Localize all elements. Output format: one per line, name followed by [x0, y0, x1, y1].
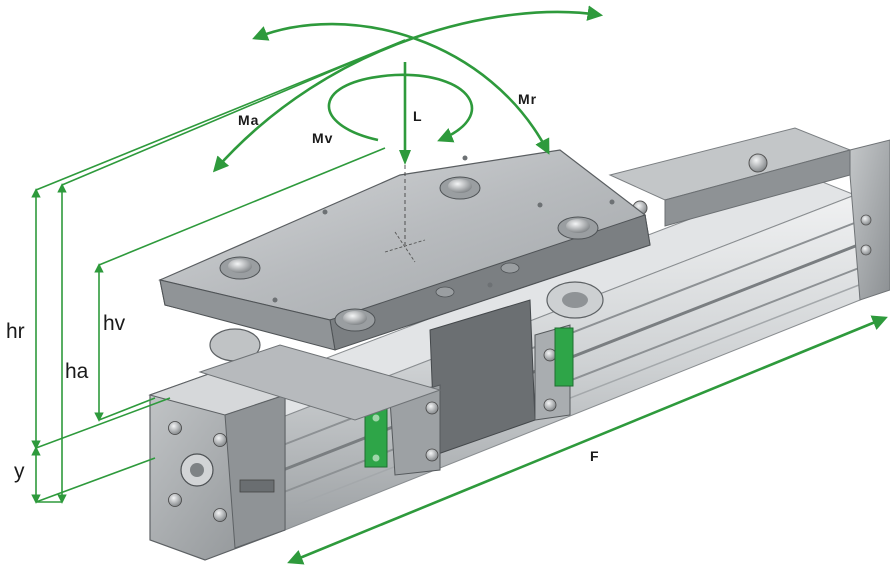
- label-hr: hr: [6, 320, 25, 343]
- label-mr: Mr: [518, 91, 537, 107]
- label-mv: Mv: [312, 130, 333, 146]
- label-l: L: [413, 108, 423, 124]
- label-y: y: [14, 460, 25, 483]
- back-carriage: [608, 127, 852, 227]
- labels: hr ha hv y Ma Mv L Mr F: [6, 91, 600, 483]
- label-hv: hv: [103, 312, 126, 335]
- label-ha: ha: [65, 360, 89, 383]
- end-cap-near: [148, 369, 287, 561]
- label-f: F: [590, 448, 600, 464]
- dimension-lines: [31, 5, 888, 565]
- label-ma: Ma: [238, 112, 259, 128]
